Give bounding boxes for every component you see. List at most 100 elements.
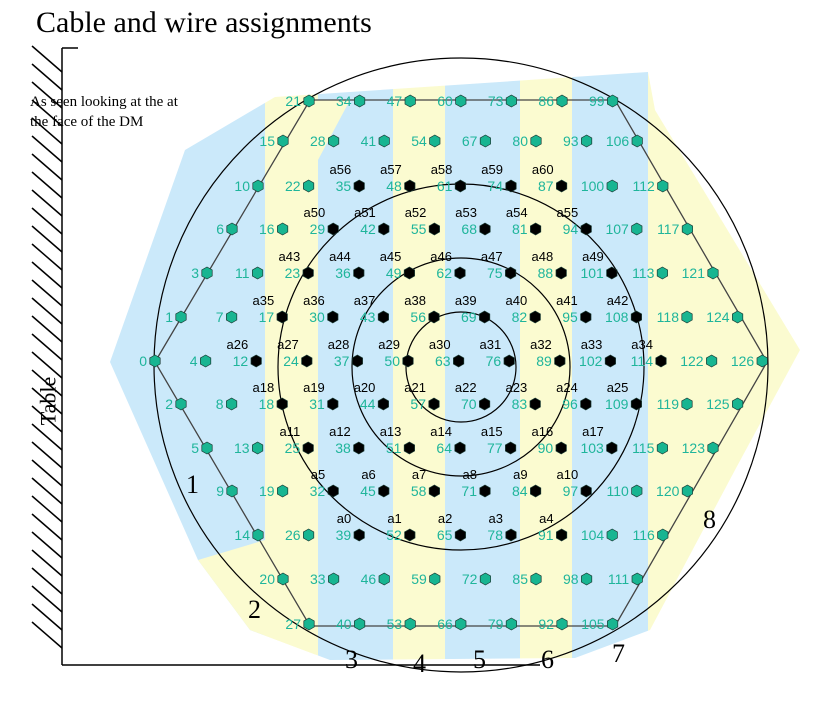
cable-label-4: 4 bbox=[413, 649, 426, 678]
wire-hex-black bbox=[604, 354, 616, 368]
wire-hex-black bbox=[580, 397, 592, 411]
wire-hex-black bbox=[353, 528, 365, 542]
wire-number: 85 bbox=[512, 571, 528, 587]
wire-number: 19 bbox=[259, 483, 275, 499]
wire-number: 46 bbox=[361, 571, 377, 587]
wire-hex-teal bbox=[756, 354, 768, 368]
wire-hex-black bbox=[378, 484, 390, 498]
wire-hex-teal bbox=[455, 617, 467, 631]
wire-hex-black bbox=[530, 484, 542, 498]
wire-number: 111 bbox=[608, 571, 629, 587]
view-note: As seen looking at the at the face of th… bbox=[30, 92, 178, 132]
wire-number: 115 bbox=[632, 440, 655, 456]
wire-hex-black bbox=[377, 397, 389, 411]
ring-2 bbox=[351, 257, 571, 477]
wall-hatch bbox=[31, 423, 63, 451]
wire-hex-teal bbox=[354, 94, 366, 108]
wire-a-label: a43 bbox=[278, 249, 300, 264]
wire-hex-black bbox=[606, 441, 618, 455]
wire-hex-black bbox=[403, 441, 415, 455]
wire-a-label: a24 bbox=[556, 380, 578, 395]
wire-hex-teal bbox=[479, 572, 491, 586]
wire-a-label: a35 bbox=[252, 293, 274, 308]
wire-number: 71 bbox=[461, 483, 477, 499]
wire-hex-teal bbox=[657, 179, 669, 193]
wall-hatch bbox=[31, 207, 63, 235]
wire-hex-black bbox=[529, 397, 541, 411]
wire-hex-teal bbox=[429, 134, 441, 148]
wire-number: 33 bbox=[310, 571, 326, 587]
wire-hex-black bbox=[580, 222, 592, 236]
wire-number: 26 bbox=[285, 527, 301, 543]
wire-number: 101 bbox=[580, 265, 604, 281]
wire-hex-black bbox=[428, 222, 440, 236]
wire-hex-black bbox=[428, 310, 440, 324]
wall-hatch bbox=[31, 441, 63, 469]
wire-number: 69 bbox=[461, 309, 477, 325]
wire-hex-teal bbox=[732, 310, 744, 324]
band-6 bbox=[520, 72, 572, 660]
wall-hatch bbox=[31, 45, 63, 73]
wire-number: 77 bbox=[487, 440, 503, 456]
band-5 bbox=[445, 72, 520, 660]
wire-hex-black bbox=[404, 528, 416, 542]
wire-hex-black bbox=[555, 441, 567, 455]
wall-hatch bbox=[31, 603, 63, 631]
wire-a-label: a46 bbox=[430, 249, 452, 264]
wire-number: 27 bbox=[285, 616, 301, 632]
wire-number: 60 bbox=[437, 93, 453, 109]
wire-a-label: a30 bbox=[429, 337, 451, 352]
wire-hex-teal bbox=[200, 354, 212, 368]
wire-a-label: a14 bbox=[430, 424, 452, 439]
wire-a-label: a19 bbox=[303, 380, 325, 395]
wire-number: 1 bbox=[165, 309, 173, 325]
wire-hex-black bbox=[327, 222, 339, 236]
wire-number: 116 bbox=[632, 527, 655, 543]
wire-number: 4 bbox=[190, 353, 198, 369]
band-4 bbox=[393, 72, 445, 660]
wire-number: 51 bbox=[386, 440, 402, 456]
wire-a-label: a55 bbox=[556, 205, 578, 220]
wire-number: 16 bbox=[259, 221, 275, 237]
wire-number: 36 bbox=[335, 265, 351, 281]
wire-number: 20 bbox=[259, 571, 275, 587]
wire-hex-black bbox=[377, 310, 389, 324]
wire-a-label: a29 bbox=[378, 337, 400, 352]
wire-hex-teal bbox=[732, 397, 744, 411]
wire-number: 121 bbox=[682, 265, 706, 281]
wire-hex-teal bbox=[607, 94, 619, 108]
wire-hex-teal bbox=[657, 528, 669, 542]
wire-hex-teal bbox=[252, 441, 264, 455]
wire-number: 95 bbox=[562, 309, 578, 325]
wire-number: 117 bbox=[657, 221, 680, 237]
wire-a-label: a15 bbox=[481, 424, 503, 439]
wire-number: 14 bbox=[234, 527, 250, 543]
wire-number: 48 bbox=[386, 178, 402, 194]
wire-number: 106 bbox=[606, 133, 630, 149]
wire-number: 37 bbox=[334, 353, 350, 369]
wire-a-label: a47 bbox=[481, 249, 503, 264]
wire-hex-black bbox=[453, 354, 465, 368]
wire-a-label: a53 bbox=[455, 205, 477, 220]
wire-hex-black bbox=[378, 222, 390, 236]
wire-number: 6 bbox=[216, 221, 224, 237]
wire-number: 76 bbox=[486, 353, 502, 369]
wire-hex-black bbox=[505, 528, 517, 542]
wire-number: 90 bbox=[538, 440, 554, 456]
wire-hex-black bbox=[479, 310, 491, 324]
wire-hex-teal bbox=[455, 94, 467, 108]
wire-hex-teal bbox=[505, 617, 517, 631]
wire-hex-teal bbox=[226, 484, 238, 498]
band-wedge-top bbox=[265, 100, 350, 225]
wire-hex-teal bbox=[252, 266, 264, 280]
wire-number: 56 bbox=[410, 309, 426, 325]
wire-hex-black bbox=[454, 528, 466, 542]
wire-a-label: a21 bbox=[404, 380, 426, 395]
wire-hex-teal bbox=[479, 134, 491, 148]
wire-hex-teal bbox=[581, 134, 593, 148]
wire-hex-teal bbox=[429, 572, 441, 586]
wire-number: 83 bbox=[512, 396, 528, 412]
wire-number: 100 bbox=[581, 178, 605, 194]
wire-hex-teal bbox=[303, 617, 315, 631]
wall-hatch bbox=[31, 135, 63, 163]
